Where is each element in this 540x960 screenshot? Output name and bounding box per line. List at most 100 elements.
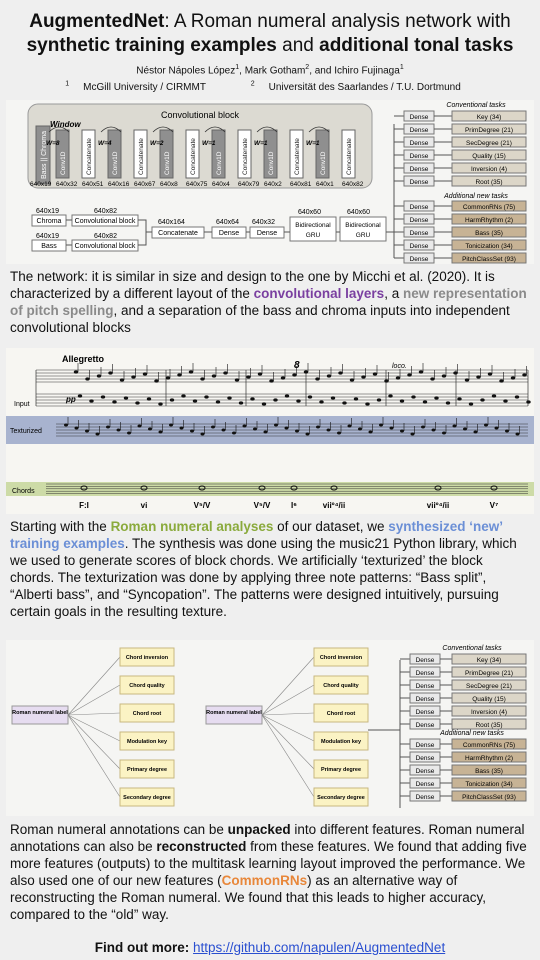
note-head (305, 432, 310, 436)
note-head (307, 395, 313, 399)
feature-label: Modulation key (321, 739, 362, 745)
task-label: Bass (35) (475, 230, 503, 237)
chord-symbol: V⁵/V (254, 501, 271, 510)
note-head (292, 373, 297, 377)
note-head (232, 431, 236, 435)
feature-box (313, 731, 369, 751)
task-box (451, 252, 527, 264)
note-head (338, 371, 343, 375)
task-label: Key (34) (477, 657, 502, 664)
feature-edge (67, 684, 121, 716)
note-head (261, 402, 267, 406)
chords-label: Chords (12, 488, 35, 495)
chroma-input: Chroma (37, 218, 62, 225)
texturized-label: Texturized (10, 428, 42, 435)
note-head (238, 401, 244, 405)
feature-edge (261, 712, 315, 716)
note-head (85, 429, 89, 433)
note-head (295, 429, 299, 433)
note-head (487, 372, 493, 376)
feature-edge (67, 656, 121, 716)
note-head (85, 377, 90, 381)
note-head (169, 423, 173, 427)
note-head (284, 394, 290, 398)
note-head (453, 371, 458, 375)
feature-edge (67, 712, 121, 716)
note-head (503, 399, 508, 403)
task-dense-label: Dense (410, 243, 429, 250)
conv1d-label: Conv1D (320, 151, 327, 175)
note-head (326, 428, 331, 432)
chords-staff (46, 483, 528, 494)
octave-marking: 8 (294, 360, 300, 371)
network-diagram: Convolutional block Window Bass || Chrom… (6, 100, 534, 264)
conv-dim-label: 640x75 (186, 181, 208, 188)
note-head (250, 397, 255, 401)
task-dense-label: Dense (416, 781, 435, 788)
feature-box (119, 731, 175, 751)
note-head (112, 400, 117, 404)
conv1d-cell (55, 129, 70, 179)
task-label: Root (35) (475, 722, 502, 729)
feature-edge (261, 684, 315, 716)
gru-box-1 (289, 216, 337, 242)
chord-symbol: I⁶ (291, 501, 297, 510)
conv1d-label: Conv1D (60, 151, 67, 175)
footer-label: Find out more: (94, 940, 194, 955)
roman-numeral-root-label: Roman numeral label (206, 710, 262, 716)
score-svg: Allegretto Input pp loco. 8 Texturized C… (6, 354, 534, 510)
loco-marking: loco. (392, 363, 407, 370)
chord-note (140, 485, 148, 491)
note-head (434, 396, 439, 400)
note-head (388, 394, 393, 398)
chord-note (490, 485, 498, 491)
note-head (223, 371, 228, 375)
note-head (74, 426, 79, 430)
note-head (457, 397, 462, 401)
conv-block-title: Convolutional block (161, 110, 240, 120)
feature-label: Chord quality (323, 683, 359, 689)
note-head (315, 377, 320, 381)
note-head (342, 401, 347, 405)
note-head (158, 402, 163, 406)
note-head (303, 370, 309, 374)
conv1d-label: Conv1D (112, 151, 119, 175)
input-cell (35, 125, 51, 185)
github-link[interactable]: https://github.com/napulen/AugmentedNet (193, 940, 446, 955)
input-label: Input (14, 401, 30, 408)
task-dense-label: Dense (410, 217, 429, 224)
highlight-roman-numeral-analyses: Roman numeral analyses (110, 519, 274, 534)
note-head (116, 428, 121, 432)
note-head (422, 400, 428, 404)
feature-box (313, 703, 369, 723)
note-head (522, 373, 527, 377)
task-box (451, 162, 527, 174)
note-head (234, 378, 240, 382)
task-box (451, 777, 527, 789)
window-label: Window (50, 120, 81, 129)
note-head (215, 400, 221, 404)
title-text: : A Roman numeral analysis network with (164, 11, 511, 32)
task-dense-label: Dense (410, 127, 429, 134)
note-head (411, 395, 416, 399)
gru-box-2 (339, 216, 387, 242)
chord-symbol: vi (141, 501, 148, 510)
note-head (407, 373, 412, 377)
note-head (73, 370, 79, 374)
feature-label: Primary degree (321, 767, 361, 773)
feature-edge (67, 714, 121, 770)
note-head (246, 375, 251, 379)
task-box (451, 239, 527, 251)
note-head (400, 429, 404, 433)
dense-label-1: Dense (219, 230, 239, 237)
feature-box (119, 703, 175, 723)
task-box (451, 213, 527, 225)
feature-box (313, 759, 369, 779)
score-figure: Allegretto Input pp loco. 8 Texturized C… (6, 348, 534, 514)
task-box (451, 175, 527, 187)
feature-box (313, 675, 369, 695)
note-head (137, 424, 142, 428)
task-box (451, 226, 527, 238)
note-head (131, 375, 136, 379)
conv-dim-label: 640x19 (30, 181, 52, 188)
